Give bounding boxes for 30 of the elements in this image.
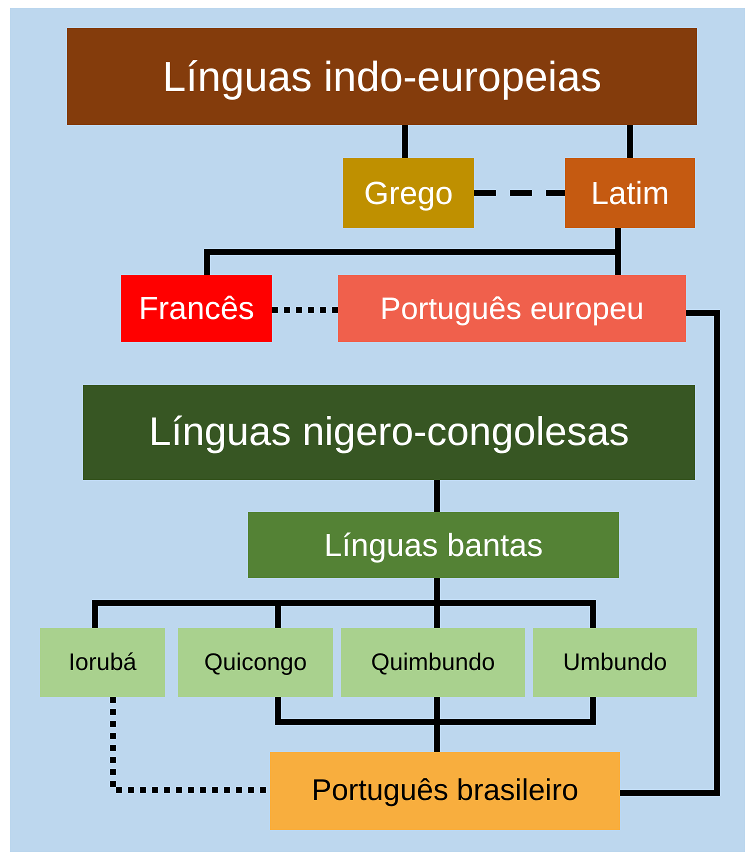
- language-box: [67, 28, 697, 125]
- language-box: [533, 628, 697, 697]
- dashed-connector: [474, 190, 565, 196]
- language-name: Iorubá: [68, 648, 137, 676]
- language-box: [338, 275, 686, 342]
- language-name: Línguas bantas: [324, 526, 543, 564]
- connector-line: [402, 125, 408, 158]
- language-box: [343, 158, 474, 228]
- language-box: [83, 385, 695, 480]
- language-name: Umbundo: [562, 648, 668, 676]
- language-box: [565, 158, 695, 228]
- language-name: Português europeu: [380, 290, 644, 326]
- language-box: [178, 628, 333, 697]
- language-name: Latim: [590, 174, 670, 212]
- language-name: Quicongo: [204, 648, 307, 676]
- connector-line: [627, 125, 633, 158]
- language-name: Línguas nigero-congolesas: [148, 410, 630, 455]
- language-name: Línguas indo-europeias: [162, 52, 602, 100]
- language-name: Grego: [364, 174, 453, 212]
- language-name: Francês: [138, 290, 254, 327]
- language-name: Quimbundo: [370, 648, 496, 676]
- language-box: [341, 628, 525, 697]
- language-box: [121, 275, 272, 342]
- dotted-connector: [272, 307, 338, 313]
- language-box: [40, 628, 165, 697]
- connector-line: [434, 480, 440, 512]
- language-name: Português brasileiro: [312, 774, 578, 808]
- language-box: [270, 752, 620, 830]
- connector-line: [620, 310, 720, 796]
- language-box: [248, 512, 619, 578]
